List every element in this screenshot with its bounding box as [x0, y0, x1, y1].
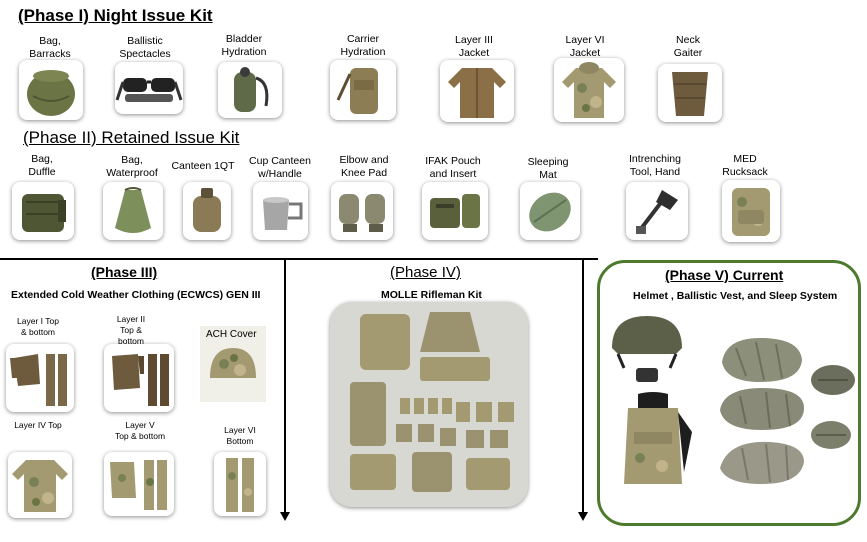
- phase2-item-label: IFAK Pouch and Insert: [425, 155, 481, 180]
- phase2-item-label: Intrenching Tool, Hand: [629, 153, 681, 178]
- phase5-frame: [597, 260, 861, 526]
- phase1-item-label: Ballistic Spectacles: [119, 35, 171, 60]
- phase4-arrow-head: [578, 512, 588, 521]
- phase3-arrow-head: [280, 512, 290, 521]
- phase2-item-label: Cup Canteen w/Handle: [249, 155, 311, 180]
- molle-kit-image: [330, 302, 528, 507]
- phase3-arrow-line: [284, 258, 286, 512]
- phase1-item-label: Bladder Hydration: [221, 33, 267, 58]
- layer1-image: [6, 344, 74, 412]
- phase4-title: (Phase IV): [390, 264, 461, 281]
- bladder-hydration-image: [218, 62, 282, 118]
- phase3-item-label: Layer VI Bottom: [224, 425, 256, 446]
- layer6-jacket-image: [554, 58, 624, 122]
- phase2-item-label: MED Rucksack: [722, 153, 768, 178]
- sleeping-bag-image: [716, 384, 808, 434]
- ifak-pouch-image: [422, 182, 488, 240]
- phase1-item-label: Neck Gaiter: [673, 34, 703, 59]
- phase1-item-label: Bag, Barracks: [29, 35, 71, 60]
- phase4-arrow-line: [582, 258, 584, 512]
- neck-gaiter-image: [658, 64, 722, 122]
- layer5-image: [104, 452, 174, 516]
- ach-cover-image: [200, 326, 266, 402]
- phase5-title: (Phase V) Current: [665, 267, 784, 283]
- layer6-bottom-image: [214, 452, 266, 516]
- phase3-item-label: Layer V Top & bottom: [114, 420, 166, 441]
- phase1-item-label: Carrier Hydration: [340, 33, 386, 58]
- ballistic-spectacles-image: [115, 62, 183, 114]
- phase3-item-label: ACH Cover: [206, 329, 257, 340]
- sleeping-bag-image: [716, 332, 806, 386]
- phase1-item-label: Layer III Jacket: [455, 34, 493, 59]
- elbow-knee-pad-image: [331, 182, 393, 240]
- phase3-subtitle: Extended Cold Weather Clothing (ECWCS) G…: [11, 289, 261, 301]
- intrenching-tool-image: [626, 182, 688, 240]
- sleeping-bag-image: [808, 360, 858, 400]
- waterproof-bag-image: [103, 182, 163, 240]
- phase2-item-label: Bag, Duffle: [28, 153, 56, 178]
- section-divider: [0, 258, 598, 260]
- phase3-item-label: Layer IV Top: [14, 420, 62, 430]
- phase2-item-label: Bag, Waterproof: [106, 154, 158, 179]
- layer4-image: [8, 452, 72, 518]
- helmet-image: [606, 308, 688, 388]
- sleeping-mat-image: [520, 182, 580, 240]
- sleeping-bag-image: [716, 432, 808, 488]
- phase4-subtitle: MOLLE Rifleman Kit: [381, 289, 482, 301]
- phase3-title: (Phase III): [91, 264, 158, 280]
- sleeping-bag-image: [808, 416, 854, 454]
- phase5-subtitle: Helmet , Ballistic Vest, and Sleep Syste…: [633, 290, 838, 302]
- phase1-item-label: Layer VI Jacket: [565, 34, 605, 59]
- phase1-title: (Phase I) Night Issue Kit: [18, 6, 213, 25]
- phase2-item-label: Sleeping Mat: [527, 156, 569, 181]
- cup-canteen-image: [253, 182, 308, 240]
- canteen-image: [183, 182, 231, 240]
- ballistic-vest-image: [612, 392, 694, 492]
- med-rucksack-image: [722, 180, 780, 242]
- phase3-item-label: Layer II Top & bottom: [116, 314, 146, 346]
- duffle-bag-image: [12, 182, 74, 240]
- layer2-image: [104, 344, 174, 412]
- barracks-bag-image: [19, 60, 83, 120]
- layer3-jacket-image: [440, 60, 514, 122]
- phase2-item-label: Elbow and Knee Pad: [339, 154, 389, 179]
- phase2-item-label: Canteen 1QT: [171, 160, 235, 172]
- carrier-hydration-image: [330, 60, 396, 120]
- phase3-item-label: Layer I Top & bottom: [17, 316, 59, 337]
- phase2-title: (Phase II) Retained Issue Kit: [23, 128, 240, 147]
